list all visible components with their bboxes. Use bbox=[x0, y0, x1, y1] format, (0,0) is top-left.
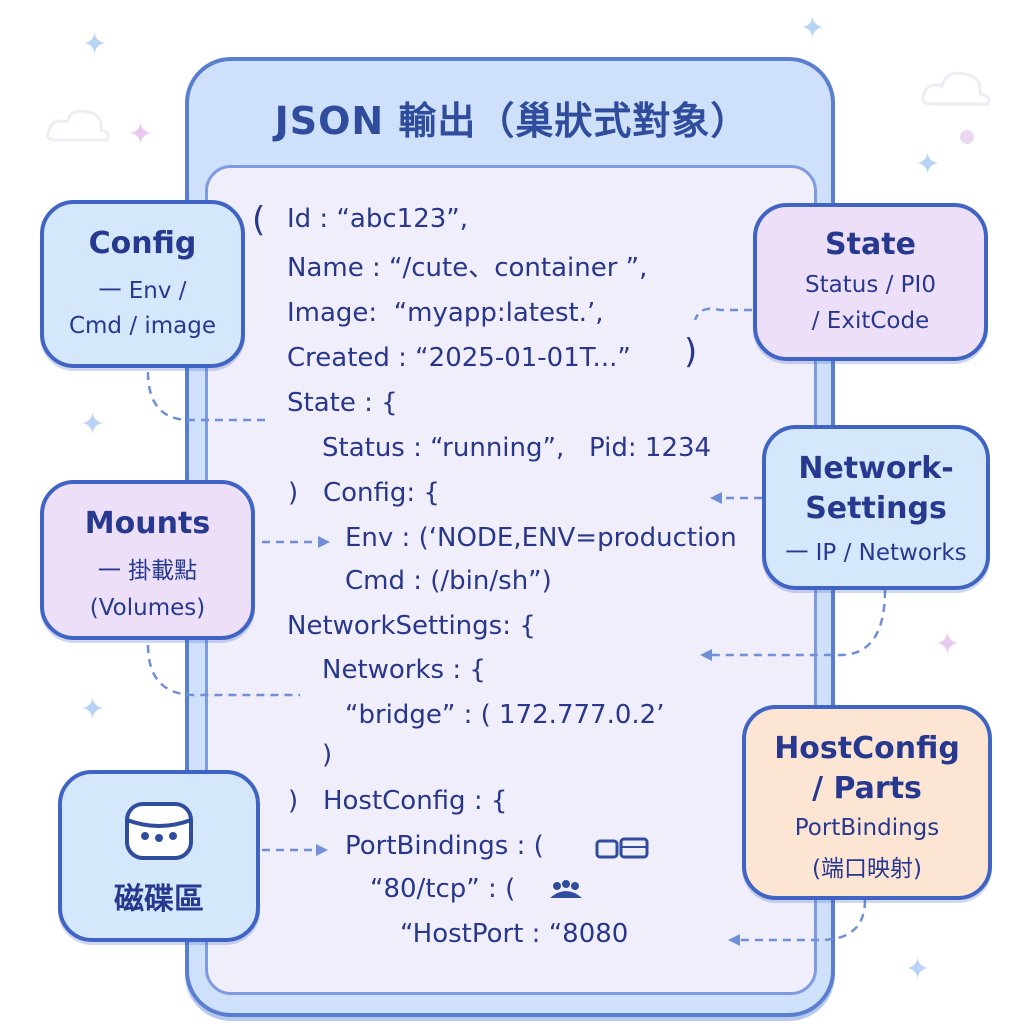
decor-dot bbox=[960, 130, 974, 144]
callout-text: (端口映射) bbox=[812, 856, 922, 882]
code-line: Name : “/cute、container ”, bbox=[287, 253, 648, 283]
callout-text: Cmd / image bbox=[68, 313, 217, 339]
code-line: Networks : { bbox=[322, 655, 486, 685]
code-line: State : { bbox=[287, 388, 398, 418]
sparkle-icon: ✦ bbox=[82, 27, 108, 62]
callout-title: Network- bbox=[798, 451, 954, 486]
callout-storage: 磁碟區 bbox=[58, 770, 260, 942]
code-line: Created : “2025-01-01T...” bbox=[287, 343, 631, 373]
sparkle-icon: ✦ bbox=[905, 952, 931, 987]
close-paren: ) bbox=[684, 332, 698, 372]
code-line: NetworkSettings: { bbox=[287, 611, 536, 641]
callout-text: 一 Env / bbox=[98, 278, 187, 304]
callout-text: / ExitCode bbox=[811, 308, 930, 334]
code-line: “bridge” : ( 172.777.0.2’ bbox=[345, 700, 665, 730]
callout-mounts: Mounts 一 掛載點 (Volumes) bbox=[40, 480, 255, 640]
callout-config: Config 一 Env / Cmd / image bbox=[40, 200, 245, 368]
sparkle-icon: ✦ bbox=[800, 11, 826, 46]
open-brace: ( bbox=[252, 200, 266, 240]
callout-text: (Volumes) bbox=[89, 595, 206, 621]
code-block bbox=[205, 165, 817, 995]
code-line: ) Config: { bbox=[288, 478, 440, 508]
database-icon bbox=[125, 802, 193, 860]
callout-text: PortBindings bbox=[794, 815, 940, 841]
callout-text: 一 掛載點 bbox=[97, 558, 198, 584]
cloud-icon bbox=[46, 109, 110, 142]
code-line: PortBindings : ( bbox=[345, 831, 544, 861]
sparkle-icon: ✦ bbox=[935, 627, 961, 662]
code-line: “HostPort : “8080 bbox=[400, 919, 629, 949]
sparkle-icon: ✦ bbox=[80, 692, 106, 727]
callout-hostconfig: HostConfig / Parts PortBindings (端口映射) bbox=[742, 705, 992, 900]
callout-title: HostConfig bbox=[774, 731, 960, 766]
callout-network-settings: Network- Settings 一 IP / Networks bbox=[762, 425, 990, 590]
sparkle-icon: ✦ bbox=[80, 407, 106, 442]
callout-text: Status / PI0 bbox=[805, 272, 936, 298]
callout-state: State Status / PI0 / ExitCode bbox=[753, 203, 988, 361]
box-icon bbox=[595, 837, 649, 859]
callout-title: Config bbox=[88, 226, 197, 261]
code-line: ) HostConfig : { bbox=[288, 786, 508, 816]
sparkle-icon: ✦ bbox=[128, 117, 154, 152]
cloud-icon bbox=[921, 71, 991, 106]
callout-title: 磁碟區 bbox=[114, 882, 204, 917]
code-line: Env : (‘NODE,ENV=production bbox=[345, 525, 737, 551]
callout-title: Settings bbox=[805, 491, 947, 526]
code-line: ) bbox=[322, 740, 333, 770]
code-line: Image: “myapp:latest.’, bbox=[287, 298, 604, 328]
code-line: “80/tcp” : ( bbox=[370, 874, 516, 904]
code-line: Cmd : (/bin/sh”) bbox=[345, 566, 552, 596]
callout-title: State bbox=[825, 227, 916, 262]
code-line: Status : “running”, Pid: 1234 bbox=[322, 433, 712, 463]
sparkle-icon: ✦ bbox=[915, 147, 941, 182]
callout-title: Mounts bbox=[84, 506, 211, 541]
people-icon bbox=[550, 880, 582, 898]
page-title: JSON 輸出（巢狀式對象） bbox=[274, 99, 750, 143]
callout-title: / Parts bbox=[812, 771, 922, 806]
callout-text: 一 IP / Networks bbox=[785, 540, 967, 566]
code-line: Id : “abc123”, bbox=[287, 204, 469, 234]
